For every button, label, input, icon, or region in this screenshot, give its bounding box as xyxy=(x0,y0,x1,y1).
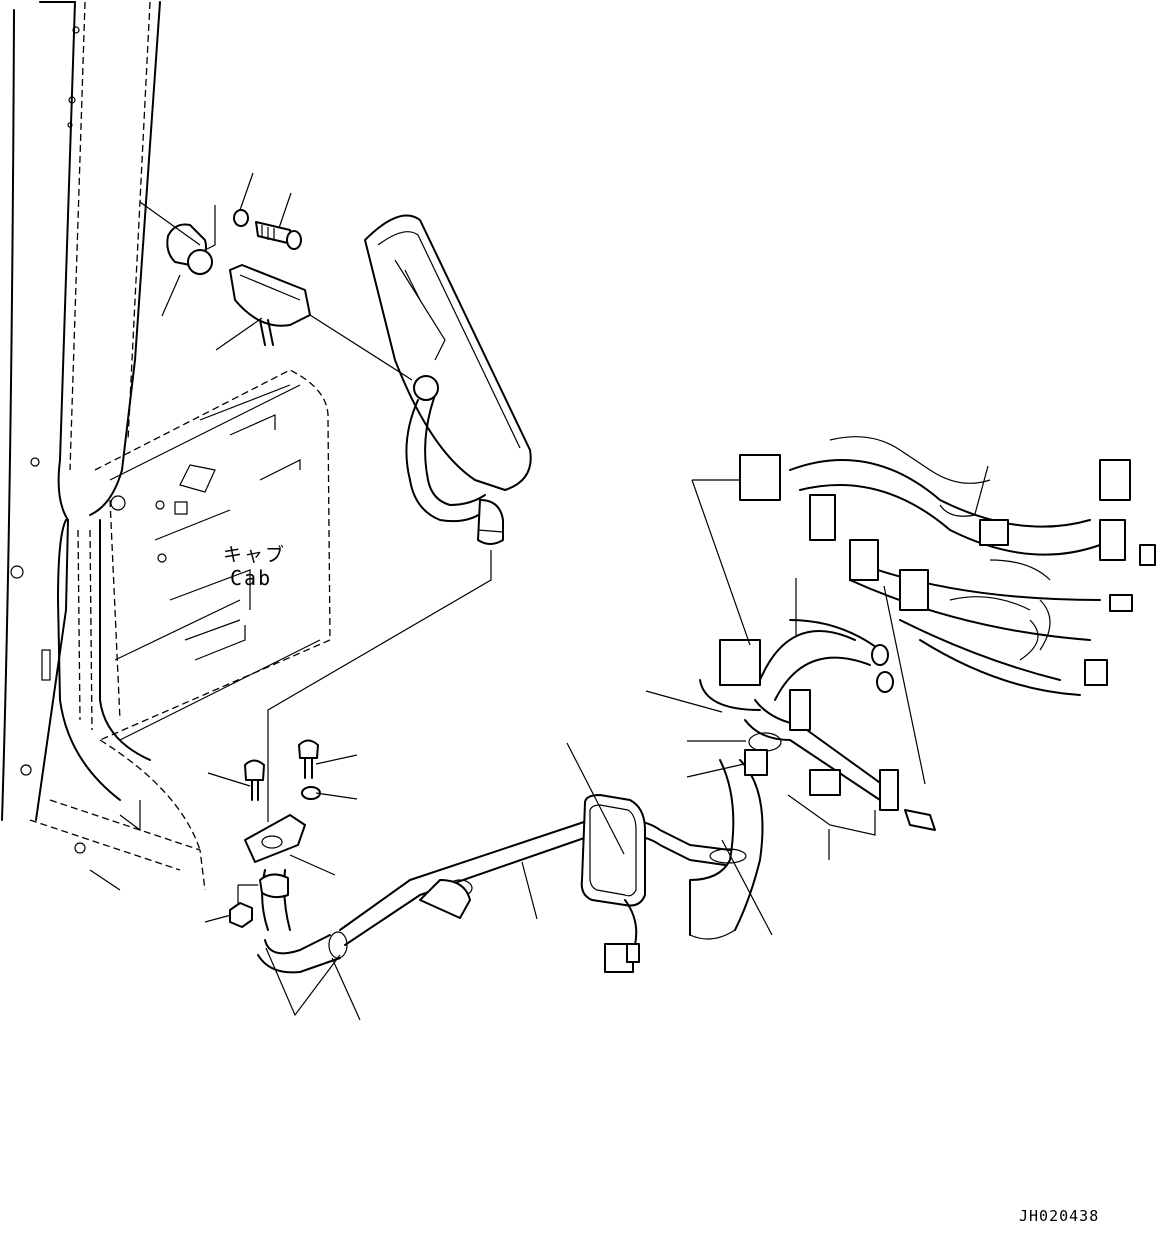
lamp-assembly xyxy=(364,214,532,545)
cable-run xyxy=(257,794,731,974)
cab-floor-panel xyxy=(29,369,331,891)
leader-lines xyxy=(161,172,989,1021)
harness-branch xyxy=(689,619,936,940)
hardware-bottom xyxy=(229,739,321,928)
wiring-harness xyxy=(739,436,1156,696)
hardware-top xyxy=(139,201,413,381)
drawing-number: JH020438 xyxy=(1019,1207,1100,1225)
cab-pillar xyxy=(1,1,161,854)
cab-label-japanese: キャブ xyxy=(223,544,287,566)
cab-label-english: Cab xyxy=(230,566,273,590)
